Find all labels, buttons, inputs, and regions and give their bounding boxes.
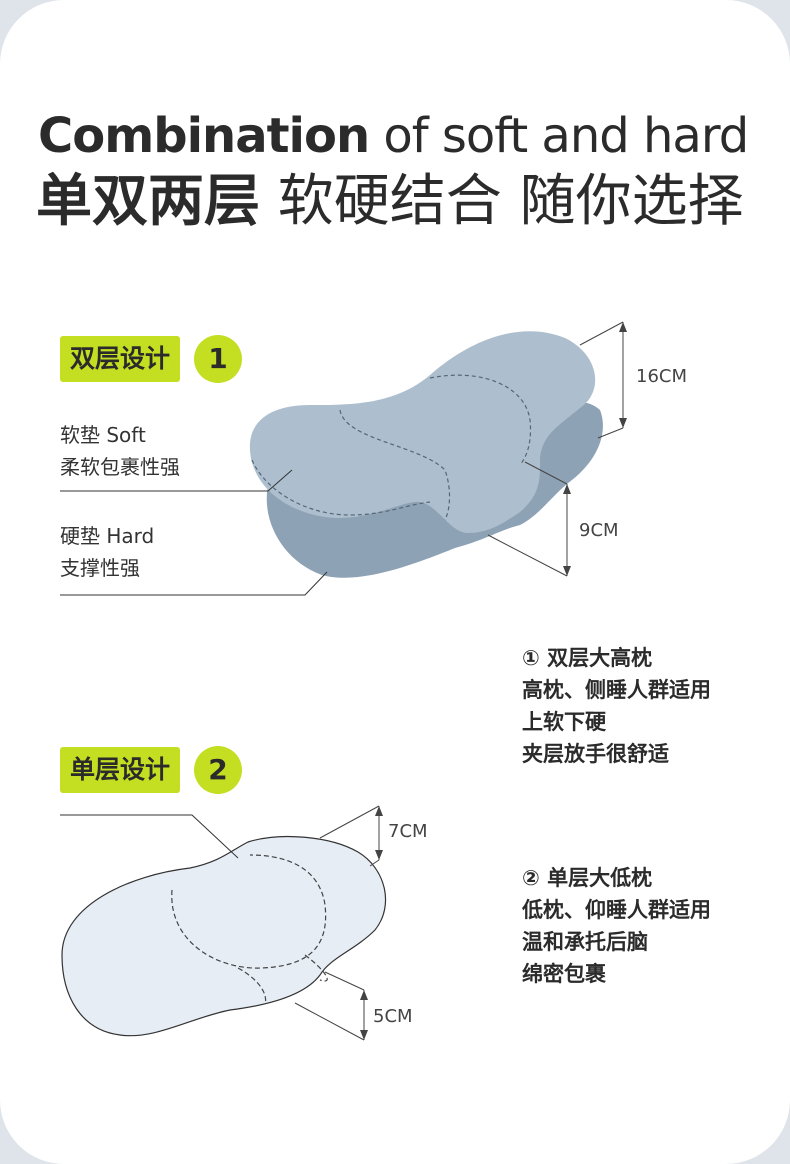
double-desc-line-3: 上软下硬: [522, 710, 606, 734]
single-layer-description: ② 单层大低枕 低枕、仰睡人群适用 温和承托后脑 绵密包裹: [522, 862, 711, 990]
dim-5cm-text: 5CM: [373, 1006, 413, 1027]
dim-7cm-arrow-bottom: [375, 850, 383, 860]
title-english-light: of soft and hard: [369, 108, 749, 164]
single-layer-dashed-head: [171, 854, 327, 969]
single-layer-pillow-illustration: [60, 805, 387, 1041]
soft-layer-dashed-curve: [339, 409, 451, 521]
single-leader-line: [60, 814, 239, 859]
single-desc-line-2: 低枕、仰睡人群适用: [522, 898, 711, 922]
dim-16cm-text: 16CM: [636, 366, 688, 387]
double-desc-line-2: 高枕、侧睡人群适用: [522, 678, 711, 702]
title-chinese-light: 软硬结合 随你选择: [260, 169, 744, 234]
soft-layer-label-title: 软垫 Soft: [60, 423, 146, 447]
dim-9cm-arrow-bottom: [563, 566, 571, 576]
soft-layer-dashed-head: [429, 374, 532, 466]
soft-layer-label-desc: 柔软包裹性强: [60, 455, 180, 479]
hard-layer-label-desc: 支撑性强: [60, 556, 140, 580]
hard-leader-line: [60, 571, 328, 596]
dim-7cm-arrow-top: [375, 806, 383, 816]
single-layer-dashed-bottom: [304, 954, 328, 982]
dim-9cm-ext-bottom: [487, 534, 568, 577]
title-chinese-bold: 单双两层: [36, 169, 260, 234]
soft-layer-label: 软垫 Soft 柔软包裹性强: [60, 419, 180, 483]
dim-16cm-ext-top: [579, 321, 624, 346]
title-english-bold: Combination: [38, 108, 370, 164]
title-chinese: 单双两层 软硬结合 随你选择: [36, 168, 744, 236]
single-layer-shape: [61, 835, 387, 1037]
dim-16cm-arrow-bottom: [619, 418, 627, 428]
title-english: Combination of soft and hard: [38, 108, 749, 164]
dim-9cm-text: 9CM: [579, 520, 619, 541]
soft-layer-shape: [249, 331, 596, 533]
single-layer-tag: 单层设计: [60, 747, 181, 793]
soft-leader-line: [60, 469, 293, 492]
dim-5cm-arrow-top: [360, 990, 368, 1000]
double-layer-pillow-illustration: [60, 321, 627, 596]
single-desc-line-1: ② 单层大低枕: [522, 866, 653, 890]
dim-7cm-ext-bottom: [369, 859, 380, 867]
double-layer-tag: 双层设计: [60, 336, 181, 382]
dim-9cm-arrow-top: [563, 484, 571, 494]
dim-7cm-ext-top: [319, 805, 380, 839]
double-layer-number: 1: [194, 335, 242, 383]
hard-layer-label: 硬垫 Hard 支撑性强: [60, 520, 154, 584]
single-desc-line-3: 温和承托后脑: [522, 930, 648, 954]
dim-7cm-text: 7CM: [388, 821, 428, 842]
hard-layer-label-title: 硬垫 Hard: [60, 524, 155, 548]
single-desc-line-4: 绵密包裹: [522, 962, 606, 986]
double-desc-line-1: ① 双层大高枕: [522, 646, 653, 670]
dim-9cm-ext-top: [524, 461, 568, 485]
double-layer-description: ① 双层大高枕 高枕、侧睡人群适用 上软下硬 夹层放手很舒适: [522, 642, 711, 770]
dim-5cm-arrow-bottom: [360, 1030, 368, 1040]
soft-layer-dashed-contour: [251, 459, 431, 516]
single-layer-number: 2: [194, 746, 242, 794]
dim-16cm-arrow-top: [619, 322, 627, 332]
double-desc-line-4: 夹层放手很舒适: [522, 742, 669, 766]
dim-16cm-ext-bottom: [597, 427, 624, 439]
dim-5cm-ext-top: [324, 971, 365, 991]
dim-5cm-ext-bottom: [294, 1002, 365, 1041]
